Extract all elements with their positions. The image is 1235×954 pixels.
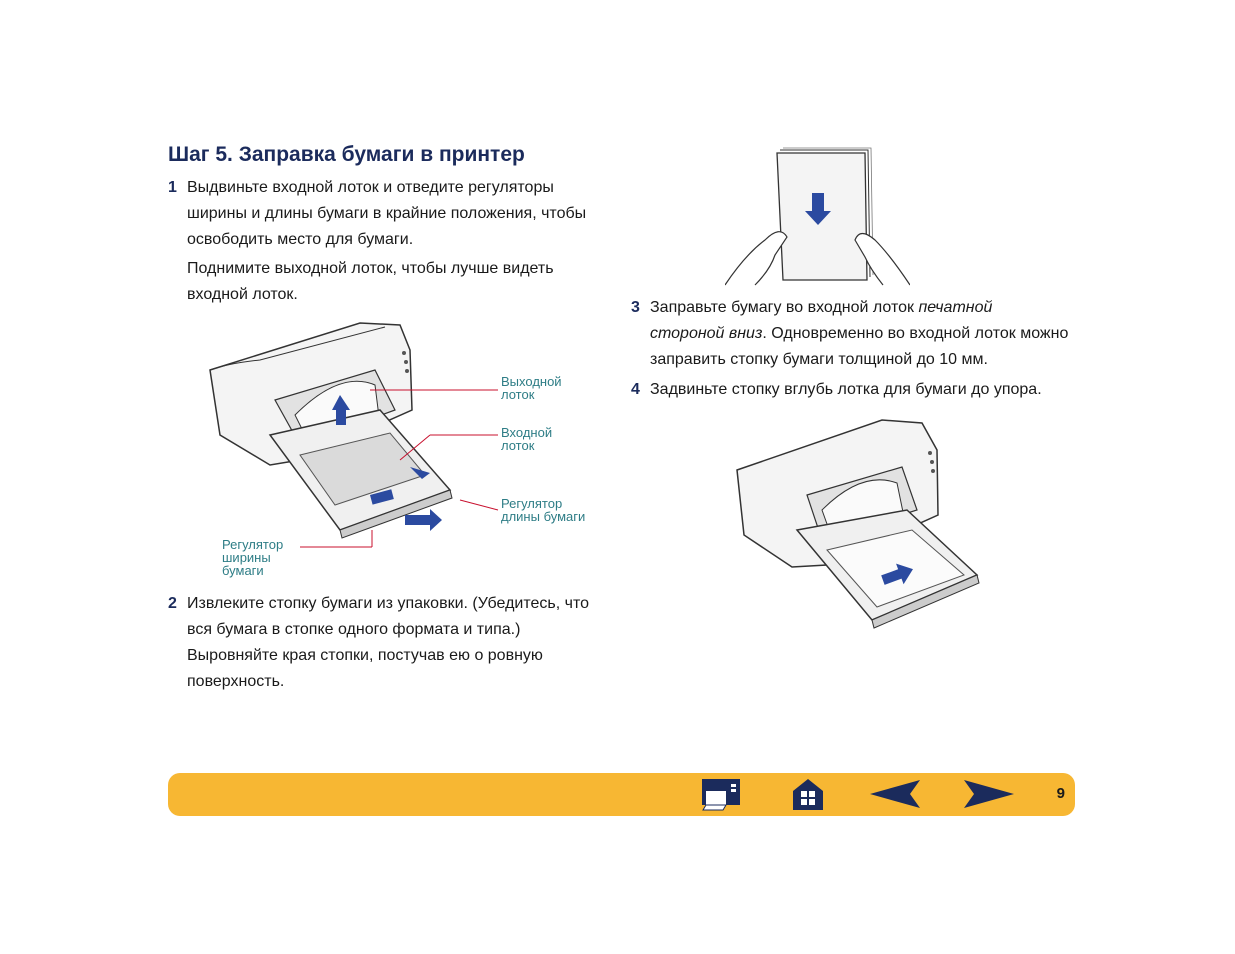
step-1-note: Поднимите выходной лоток, чтобы лучше ви…: [187, 260, 554, 303]
callout-input-tray: Входной лоток: [501, 425, 553, 453]
print-button[interactable]: [700, 777, 742, 816]
navigation-bar: 9: [168, 773, 1075, 816]
step-3-number: 3: [631, 299, 640, 316]
step-2-number: 2: [168, 595, 177, 612]
page-number: 9: [1056, 785, 1065, 802]
step-4-text: Задвиньте стопку вглубь лотка для бумаги…: [650, 381, 1042, 398]
callout-output-tray: Выходной лоток: [501, 374, 562, 402]
printer-trays-illustration: [209, 322, 453, 539]
previous-page-icon: [870, 780, 920, 808]
home-icon: [793, 779, 823, 810]
step-4-number: 4: [631, 381, 640, 398]
next-page-icon: [964, 780, 1014, 808]
previous-page-button[interactable]: [868, 777, 924, 816]
step-3-text-a: Заправьте бумагу во входной лоток: [650, 299, 919, 316]
printer-loaded-illustration: [736, 419, 980, 629]
callout-width-guide: Регулятор ширины бумаги: [222, 537, 284, 578]
step-3-text: Заправьте бумагу во входной лоток печатн…: [650, 295, 1070, 373]
step-1-text: Выдвиньте входной лоток и отведите регул…: [187, 179, 587, 248]
step-1-number: 1: [168, 179, 177, 196]
step-3-text-b: . Одновременно во входной лоток можно за…: [650, 325, 1069, 368]
step-2-text: Извлеките стопку бумаги из упаковки. (Уб…: [187, 595, 590, 690]
next-page-button[interactable]: [960, 777, 1016, 816]
callout-length-guide: Регулятор длины бумаги: [501, 496, 586, 524]
page-title: Шаг 5. Заправка бумаги в принтер: [168, 143, 525, 166]
step-3-emphasis: печатной стороной вниз: [650, 299, 993, 342]
paper-stack-illustration: [725, 147, 910, 286]
callout-leader-lines: [300, 389, 499, 548]
print-icon: [702, 779, 740, 811]
home-button[interactable]: [791, 777, 825, 816]
